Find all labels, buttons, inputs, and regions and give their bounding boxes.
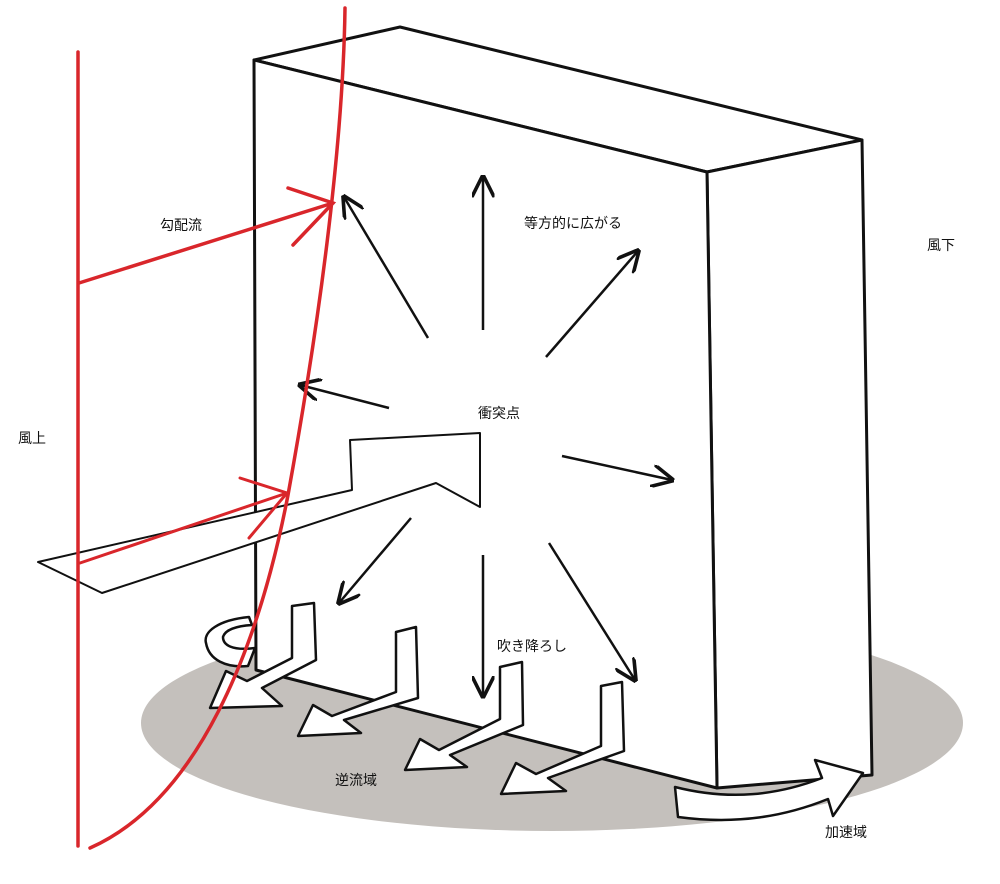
downdraft-arrow-1 bbox=[208, 601, 318, 710]
label-acceleration-zone: 加速域 bbox=[825, 825, 867, 841]
label-leeward: 風下 bbox=[927, 238, 955, 254]
building bbox=[252, 25, 874, 790]
spread-arrow-up-left bbox=[344, 197, 430, 339]
downdraft-arrow-3 bbox=[403, 660, 525, 772]
label-collision-point: 衝突点 bbox=[478, 406, 520, 422]
spread-arrow-up-right bbox=[545, 251, 638, 358]
downdraft-arrows bbox=[204, 601, 865, 822]
label-isotropic-spread: 等方的に広がる bbox=[524, 216, 622, 232]
spread-arrow-left bbox=[300, 385, 390, 410]
gradient-flow-arrow-upper bbox=[77, 201, 335, 285]
label-windward: 風上 bbox=[18, 431, 46, 447]
label-reverse-flow-zone: 逆流域 bbox=[335, 773, 377, 789]
building-side-face bbox=[705, 138, 874, 790]
spread-arrow-down-right bbox=[547, 542, 635, 680]
gradient-flow-arrow-lower bbox=[78, 491, 289, 565]
downdraft-arrow-4 bbox=[499, 680, 626, 796]
gradient-flow-arrowhead-lower bbox=[238, 476, 290, 540]
label-downdraft: 吹き降ろし bbox=[497, 639, 567, 655]
approach-flow-arrow bbox=[37, 432, 481, 594]
label-gradient-flow: 勾配流 bbox=[160, 218, 202, 234]
wind-profile bbox=[76, 6, 347, 850]
spread-arrow-down-left bbox=[339, 517, 412, 603]
spread-arrow-right bbox=[561, 454, 672, 480]
building-front-face bbox=[252, 58, 719, 790]
gradient-flow-arrowhead-upper bbox=[286, 186, 337, 247]
wind-profile-curve bbox=[88, 6, 347, 850]
downdraft-arrow-2 bbox=[296, 625, 420, 738]
acceleration-arrow bbox=[673, 758, 865, 822]
spread-arrows bbox=[300, 177, 672, 696]
